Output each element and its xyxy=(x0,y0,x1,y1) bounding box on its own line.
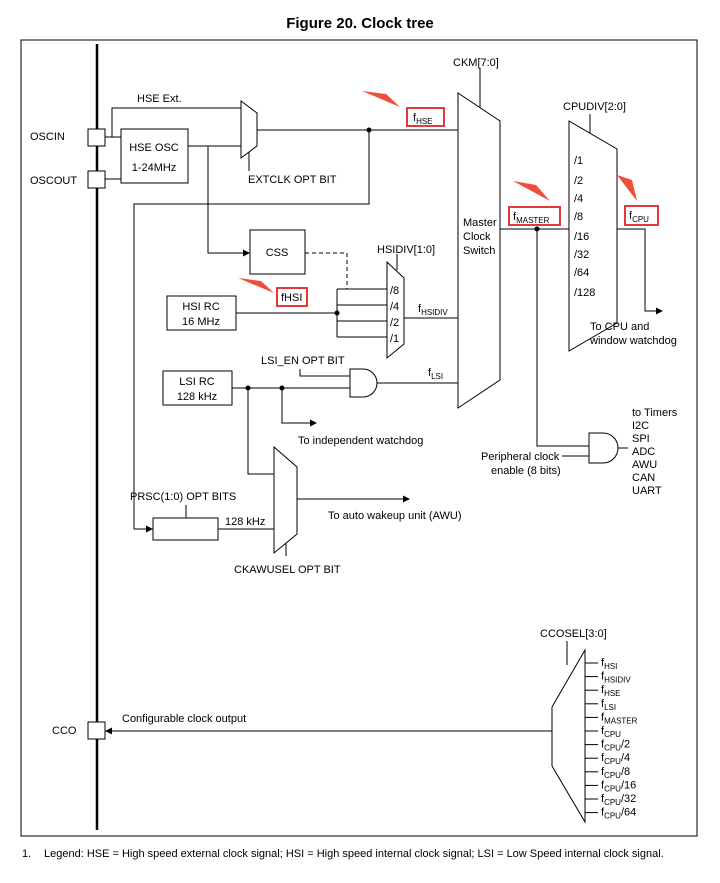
cpudiv-opt-6: /64 xyxy=(574,267,589,279)
periph-3: ADC xyxy=(632,446,655,458)
cco-input-label: fHSI xyxy=(601,657,617,671)
cco-input-label: fCPU xyxy=(601,725,621,739)
prsc-out-label: 128 kHz xyxy=(225,516,265,528)
periph-enable-label-1: Peripheral clock xyxy=(481,451,560,463)
hse-to-prsc-wire xyxy=(133,130,370,530)
fhsi-pointer-arrow xyxy=(238,278,274,293)
ckm-label: CKM[7:0] xyxy=(453,57,499,69)
lsi-rc-freq: 128 kHz xyxy=(177,391,217,403)
to-cpu-label-2: window watchdog xyxy=(589,335,677,347)
master-clock-switch xyxy=(457,92,501,409)
clock-tree-diagram: Figure 20. Clock tree OSCIN OSCOUT CCO H… xyxy=(20,15,698,837)
cpudiv-opt-3: /8 xyxy=(574,211,583,223)
hsidiv-label: HSIDIV[1:0] xyxy=(377,244,435,256)
pin-oscout-label: OSCOUT xyxy=(30,175,77,187)
extclk-mux xyxy=(240,100,258,159)
hse-to-css-wire xyxy=(207,146,250,254)
cpudiv-label: CPUDIV[2:0] xyxy=(563,101,626,113)
hsidiv-opt-2: /2 xyxy=(390,317,399,329)
lsi-en-label: LSI_EN OPT BIT xyxy=(261,355,345,367)
fhsi-label: fHSI xyxy=(281,292,302,304)
to-awu-label: To auto wakeup unit (AWU) xyxy=(328,510,461,522)
cpudiv-opt-2: /4 xyxy=(574,193,583,205)
periph-2: SPI xyxy=(632,433,650,445)
cco-mux xyxy=(551,648,586,824)
cco-input-label: fCPU/2 xyxy=(601,739,630,753)
periph-1: I2C xyxy=(632,420,649,432)
fmaster-label: fMASTER xyxy=(513,211,550,225)
lsi-rc-label: LSI RC xyxy=(179,376,215,388)
periph-6: UART xyxy=(632,485,662,497)
master-switch-label-3: Switch xyxy=(463,245,495,257)
hse-osc-label: HSE OSC xyxy=(129,142,179,154)
periph-0: to Timers xyxy=(632,407,678,419)
hsidiv-opt-3: /1 xyxy=(390,333,399,345)
ckawusel-label: CKAWUSEL OPT BIT xyxy=(234,564,341,576)
extclk-label: EXTCLK OPT BIT xyxy=(248,174,337,186)
ccosel-label: CCOSEL[3:0] xyxy=(540,628,607,640)
master-switch-label-2: Clock xyxy=(463,231,491,243)
cco-input-label: fMASTER xyxy=(601,711,638,725)
hse-ext-label: HSE Ext. xyxy=(137,93,182,105)
flsi-label: fLSI xyxy=(428,367,443,381)
fcpu-pointer-arrow xyxy=(617,175,637,201)
periph-enable-label-2: enable (8 bits) xyxy=(491,465,561,477)
footnote-text: Legend: HSE = High speed external clock … xyxy=(44,848,664,860)
css-block xyxy=(249,229,306,275)
fhsidiv-label: fHSIDIV xyxy=(418,303,448,317)
cpudiv-mux xyxy=(568,120,618,352)
fhsi-highlight xyxy=(276,287,308,307)
cpudiv-opt-1: /2 xyxy=(574,175,583,187)
to-iwdg-label: To independent watchdog xyxy=(298,435,423,447)
cpudiv-opt-5: /32 xyxy=(574,249,589,261)
hse-osc-freq: 1-24MHz xyxy=(132,162,177,174)
fcpu-label: fCPU xyxy=(629,210,649,224)
cco-input-list: fHSIfHSIDIVfHSEfLSIfMASTERfCPUfCPU/2fCPU… xyxy=(585,657,638,821)
cco-input-label: fCPU/8 xyxy=(601,766,630,780)
cpudiv-opt-7: /128 xyxy=(574,287,595,299)
fcpu-highlight xyxy=(624,205,659,226)
hse-osc-block xyxy=(120,128,189,184)
cco-input-label: fCPU/32 xyxy=(601,793,636,807)
prsc-block xyxy=(152,517,219,541)
css-control-wire xyxy=(305,252,348,289)
hsidiv-opt-0: /8 xyxy=(390,285,399,297)
cco-input-label: fHSE xyxy=(601,684,621,698)
pin-oscout xyxy=(87,170,106,189)
pin-oscin xyxy=(87,128,106,147)
pin-oscin-label: OSCIN xyxy=(30,131,65,143)
figure-title: Figure 20. Clock tree xyxy=(286,15,434,32)
periph-4: AWU xyxy=(632,459,657,471)
cco-input-label: fLSI xyxy=(601,698,616,712)
cco-input-label: fCPU/16 xyxy=(601,779,636,793)
hsi-rc-freq: 16 MHz xyxy=(182,316,220,328)
pin-cco-label: CCO xyxy=(52,725,77,737)
fhse-highlight xyxy=(406,107,445,127)
cco-input-label: fCPU/64 xyxy=(601,807,636,821)
prsc-label: PRSC(1:0) OPT BITS xyxy=(130,491,236,503)
hsidiv-opt-1: /4 xyxy=(390,301,399,313)
fcpu-wire xyxy=(617,228,659,312)
fhse-pointer-arrow xyxy=(362,91,400,107)
lsi-and-gate xyxy=(349,368,378,398)
to-cpu-label-1: To CPU and xyxy=(590,321,649,333)
diagram-frame xyxy=(20,39,698,837)
footnote-number: 1. xyxy=(22,848,32,860)
cco-input-label: fCPU/4 xyxy=(601,752,630,766)
fmaster-highlight xyxy=(508,206,561,226)
master-switch-label-1: Master xyxy=(463,217,497,229)
cco-label: Configurable clock output xyxy=(122,713,246,725)
cco-input-label: fHSIDIV xyxy=(601,671,631,685)
ckawusel-mux xyxy=(273,445,298,555)
peripheral-and-gate xyxy=(588,432,619,464)
cpudiv-opt-0: /1 xyxy=(574,155,583,167)
periph-5: CAN xyxy=(632,472,655,484)
css-label: CSS xyxy=(266,247,289,259)
pin-cco xyxy=(87,721,106,740)
hsi-rc-label: HSI RC xyxy=(182,301,219,313)
cpudiv-opt-4: /16 xyxy=(574,231,589,243)
hsidiv-mux xyxy=(386,260,405,360)
fmaster-pointer-arrow xyxy=(513,181,550,201)
fhse-label: fHSE xyxy=(413,112,433,126)
